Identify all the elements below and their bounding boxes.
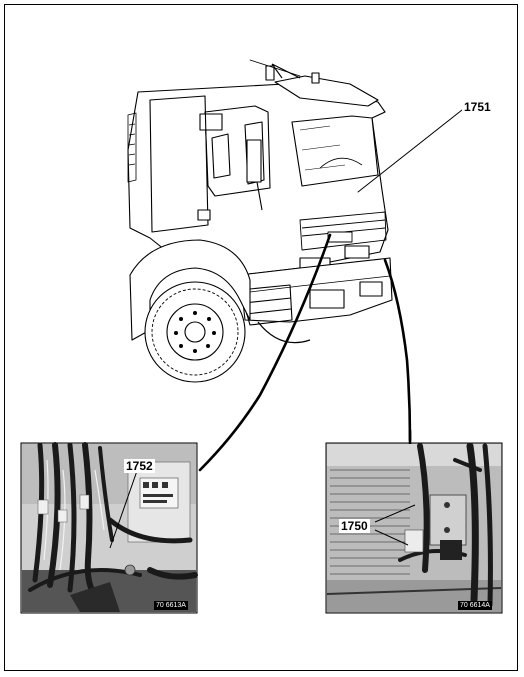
callout-1750: 1750	[339, 519, 370, 533]
mirror-upper	[199, 113, 223, 131]
side-louvers	[127, 112, 137, 183]
cable-to-left-photo	[198, 233, 332, 472]
connector-lines	[198, 59, 463, 472]
leader-1751	[357, 109, 463, 193]
headlight-right	[344, 245, 370, 259]
roof-leader	[249, 59, 301, 77]
cab-door	[149, 95, 209, 233]
front-wheel-hub	[184, 321, 206, 343]
windscreen	[291, 115, 379, 187]
cable-to-right-photo	[383, 258, 412, 442]
photo-code-right: 70 6614A	[458, 601, 492, 610]
photo-code-left: 70 6613A	[154, 601, 188, 610]
leader-1752	[109, 467, 139, 549]
door-handle	[197, 209, 211, 221]
leader-1750-a	[374, 504, 416, 523]
roof-spoiler	[274, 75, 379, 107]
wheel-arch	[129, 239, 251, 341]
callout-1751: 1751	[462, 100, 493, 114]
callout-1752: 1752	[124, 459, 155, 473]
radiator-fins	[330, 469, 410, 575]
roof-horn	[265, 65, 275, 81]
leader-1750-b	[374, 529, 409, 546]
page-frame	[4, 4, 518, 671]
roof-beacon	[311, 72, 320, 84]
mirror-left	[246, 139, 262, 183]
left-detail-photo	[20, 442, 198, 614]
truck-illustration	[127, 63, 393, 383]
